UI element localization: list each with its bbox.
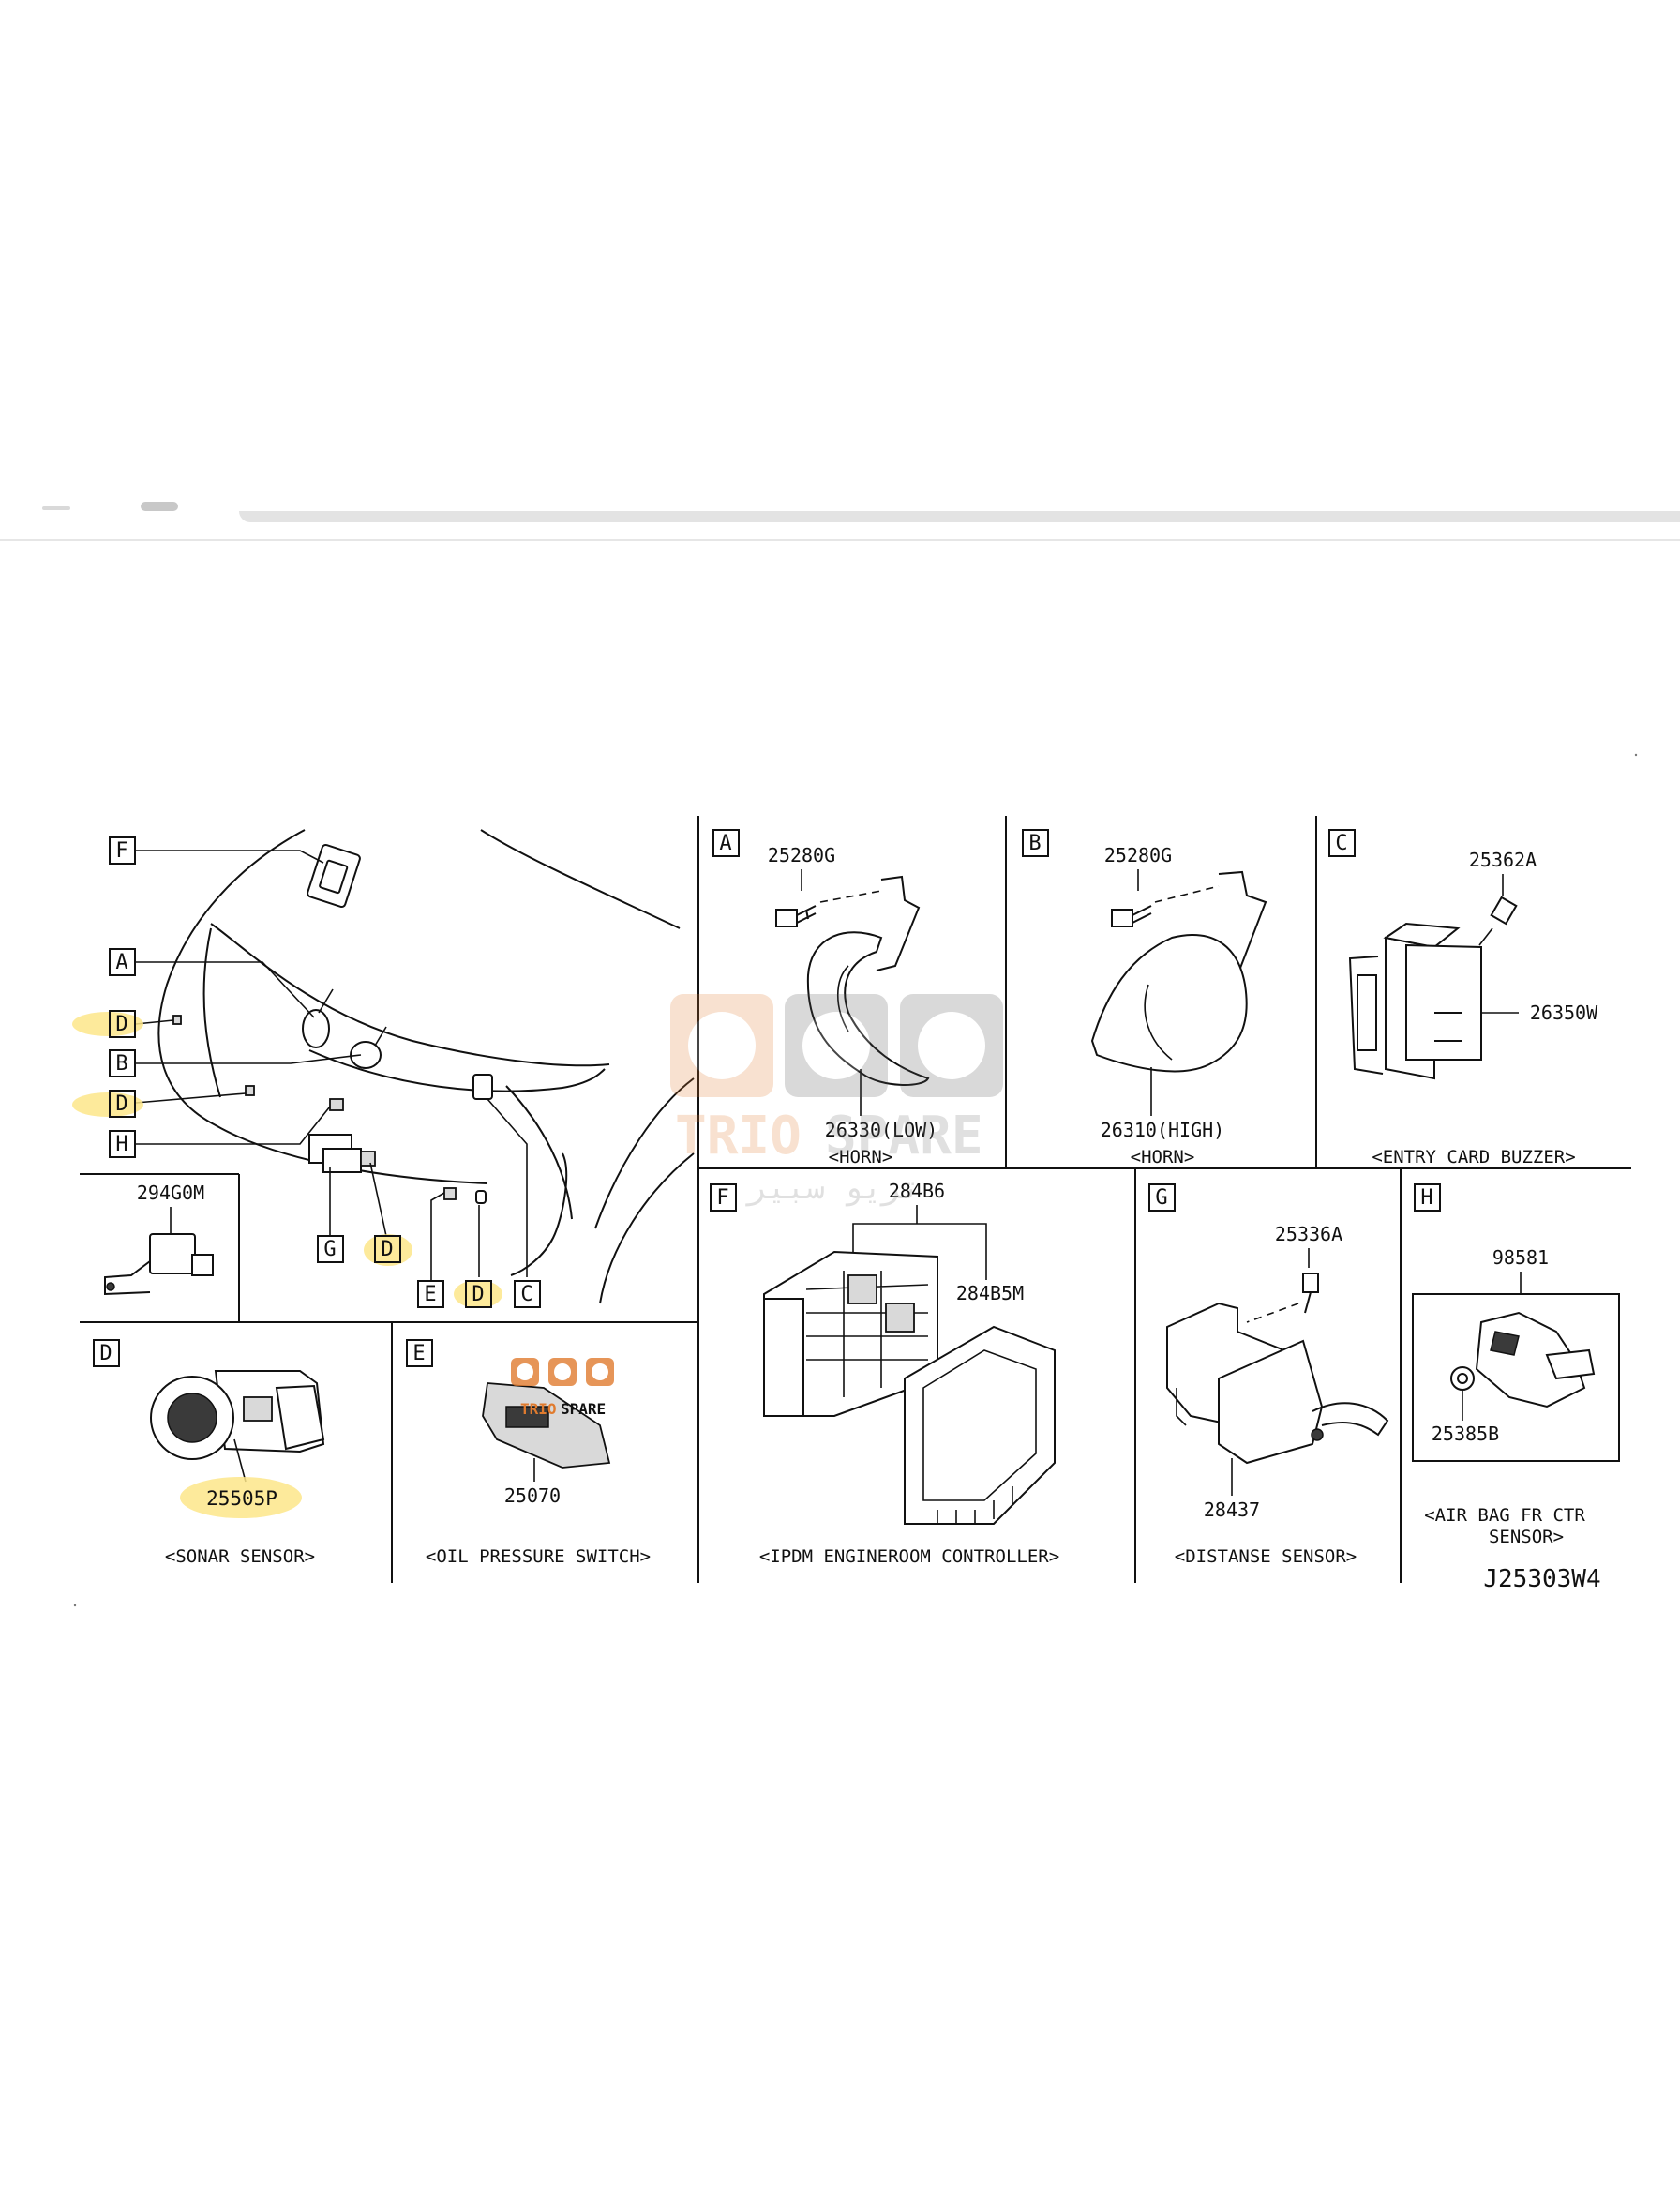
svg-text:C: C <box>520 1283 532 1306</box>
svg-text:تريو سبير: تريو سبير <box>745 1169 921 1207</box>
part-number-28437: 28437 <box>1204 1499 1260 1521</box>
callout-a[interactable]: A <box>109 948 136 976</box>
callout-e[interactable]: E <box>417 1280 444 1308</box>
panel-294g0m[interactable]: 294G0M <box>104 1182 214 1296</box>
callout-f[interactable]: F <box>109 836 136 865</box>
caption-distance-sensor: <DISTANSE SENSOR> <box>1175 1546 1357 1567</box>
svg-text:G: G <box>1155 1186 1167 1210</box>
panel-c-buzzer[interactable]: C 25362A 26350W <ENTRY CARD BUZZER> <box>1328 829 1598 1167</box>
part-number-25280g-a: 25280G <box>768 844 835 866</box>
svg-text:TRIO: TRIO <box>520 1400 557 1418</box>
watermark-small: TRIO SPARE <box>511 1358 614 1418</box>
panel-b-horn-high[interactable]: B 25280G 26310(HIGH) <HORN> <box>1022 829 1268 1167</box>
svg-text:D: D <box>115 1013 128 1036</box>
svg-text:A: A <box>115 951 128 974</box>
part-number-25070: 25070 <box>504 1484 561 1507</box>
svg-text:G: G <box>323 1238 336 1261</box>
callout-b[interactable]: B <box>109 1049 136 1077</box>
caption-sonar-sensor: <SONAR SENSOR> <box>165 1546 315 1567</box>
tab-indicator[interactable] <box>42 506 70 510</box>
part-number-25336a: 25336A <box>1275 1223 1342 1245</box>
callout-d-3[interactable]: D <box>374 1235 401 1263</box>
part-number-284b6: 284B6 <box>889 1180 945 1202</box>
callout-c[interactable]: C <box>514 1280 541 1308</box>
svg-text:E: E <box>424 1283 436 1306</box>
svg-text:TRIO: TRIO <box>675 1106 802 1167</box>
part-number-98581: 98581 <box>1492 1246 1549 1269</box>
panel-f-ipdm[interactable]: F 284B6 284B5M <IPDM ENGINEROOM CONTROLL… <box>710 1180 1059 1567</box>
callout-g[interactable]: G <box>317 1235 344 1263</box>
callout-h[interactable]: H <box>109 1130 136 1158</box>
panel-g-distance[interactable]: G 25336A 28437 <DISTANSE SENSOR> <box>1148 1183 1389 1567</box>
svg-text:B: B <box>115 1052 128 1076</box>
panel-a-horn-low[interactable]: A 25280G 26330(LOW) <HORN> <box>712 829 938 1167</box>
scroll-track[interactable] <box>239 511 1680 522</box>
callout-d-2[interactable]: D <box>109 1090 136 1118</box>
part-number-26310: 26310(HIGH) <box>1101 1119 1224 1141</box>
svg-text:H: H <box>1420 1186 1432 1210</box>
svg-text:D: D <box>115 1092 128 1116</box>
top-scroll-bar[interactable] <box>0 502 1680 541</box>
part-number-294g0m: 294G0M <box>137 1182 204 1204</box>
part-number-25385b: 25385B <box>1432 1423 1499 1445</box>
part-number-26330: 26330(LOW) <box>825 1119 938 1141</box>
part-number-284b5m: 284B5M <box>956 1282 1024 1304</box>
caption-entry-card-buzzer: <ENTRY CARD BUZZER> <box>1372 1147 1575 1167</box>
svg-text:SPARE: SPARE <box>561 1400 606 1418</box>
svg-text:D: D <box>381 1238 393 1261</box>
part-number-25362a: 25362A <box>1469 849 1537 871</box>
part-number-26350w: 26350W <box>1530 1002 1598 1024</box>
caption-oil-pressure-switch: <OIL PRESSURE SWITCH> <box>426 1546 651 1567</box>
svg-text:B: B <box>1028 832 1041 855</box>
svg-text:D: D <box>99 1342 112 1365</box>
part-number-25505p: 25505P <box>206 1487 278 1510</box>
diagram-code: J25303W4 <box>1483 1565 1600 1593</box>
divider <box>0 539 1680 541</box>
caption-airbag-line1: <AIR BAG FR CTR <box>1424 1505 1585 1526</box>
caption-ipdm: <IPDM ENGINEROOM CONTROLLER> <box>759 1546 1059 1567</box>
svg-text:E: E <box>412 1342 425 1365</box>
part-number-25280g-b: 25280G <box>1104 844 1172 866</box>
caption-horn-high: <HORN> <box>1131 1147 1195 1167</box>
panel-grid <box>80 816 1631 1583</box>
svg-text:SPARE: SPARE <box>825 1106 983 1167</box>
svg-text:D: D <box>472 1283 484 1306</box>
caption-airbag-line2: SENSOR> <box>1489 1527 1564 1547</box>
callout-highlights <box>72 1012 502 1308</box>
callout-d-1[interactable]: D <box>109 1010 136 1038</box>
caption-horn-low: <HORN> <box>829 1147 893 1167</box>
svg-text:F: F <box>115 839 128 863</box>
svg-text:H: H <box>115 1133 128 1156</box>
panel-d-sonar[interactable]: D 25505P <SONAR SENSOR> <box>93 1339 325 1567</box>
panel-e-oil-switch[interactable]: E 25070 <OIL PRESSURE SWITCH> <box>406 1339 651 1567</box>
callout-d-4[interactable]: D <box>465 1280 492 1308</box>
svg-text:C: C <box>1335 832 1347 855</box>
svg-text:A: A <box>719 832 731 855</box>
vehicle-overview <box>135 829 695 1304</box>
watermark-large: TRIO SPARE تريو سبير <box>670 994 1003 1207</box>
svg-text:F: F <box>716 1186 728 1210</box>
panel-h-airbag[interactable]: H 98581 25385B <AIR BAG FR CTR SENSOR> <box>1412 1183 1620 1547</box>
tab-indicator-active[interactable] <box>141 502 178 511</box>
